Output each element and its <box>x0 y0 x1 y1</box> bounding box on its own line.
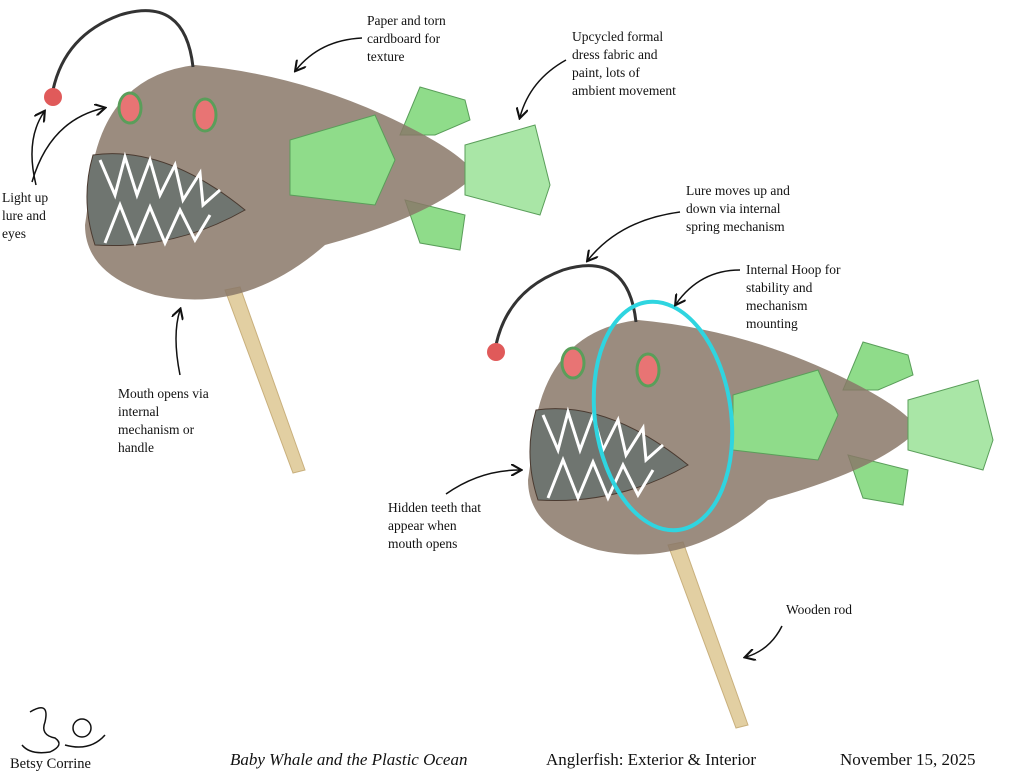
annotation-lure: Lure moves up and down via internal spri… <box>686 183 790 234</box>
annotation-lights: Light up lure and eyes <box>2 190 49 241</box>
book-title: Baby Whale and the Plastic Ocean <box>230 750 468 769</box>
sheet-subject: Anglerfish: Exterior & Interior <box>546 750 757 769</box>
annotation-paper: Paper and torn cardboard for texture <box>367 13 446 64</box>
author-name: Betsy Corrine <box>10 756 91 772</box>
annotation-fabric: Upcycled formal dress fabric and paint, … <box>572 29 676 98</box>
annotation-hoop: Internal Hoop for stability and mechanis… <box>746 262 841 331</box>
annotation-mouth: Mouth opens via internal mechanism or ha… <box>118 386 209 455</box>
signature-logo <box>21 707 106 754</box>
annotation-rod: Wooden rod <box>786 602 853 617</box>
internal-hoop <box>591 299 735 533</box>
annotation-teeth: Hidden teeth that appear when mouth open… <box>388 500 481 551</box>
sheet-date: November 15, 2025 <box>840 750 976 769</box>
